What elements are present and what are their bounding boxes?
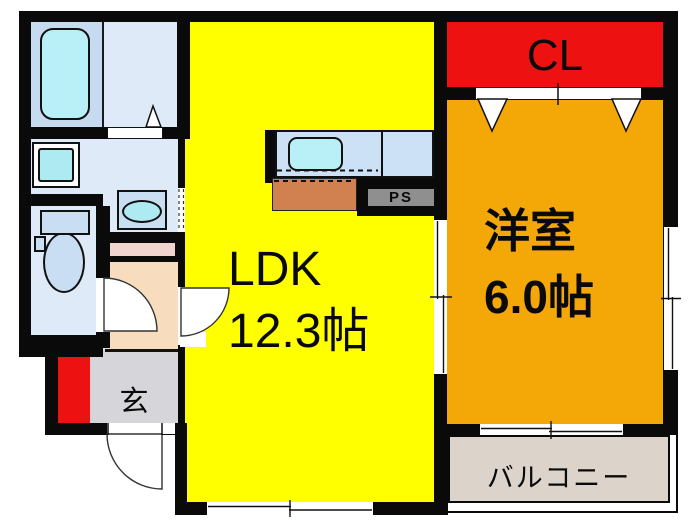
room-ldk bbox=[183, 22, 434, 503]
threshold-pink bbox=[110, 243, 175, 256]
bath-door-opening bbox=[107, 127, 163, 139]
stove bbox=[272, 178, 357, 211]
hallway-step bbox=[180, 332, 206, 347]
room-closet bbox=[445, 22, 663, 88]
wall-connector bbox=[175, 423, 187, 515]
wall-closet-bottom-right bbox=[641, 87, 663, 100]
wall-left bbox=[19, 11, 31, 357]
entrance-door-opening bbox=[107, 423, 175, 434]
wall-bath-divider bbox=[102, 22, 104, 127]
pipe-space-text: PS bbox=[388, 189, 413, 206]
label-entrance: 玄 bbox=[90, 378, 178, 420]
western-window bbox=[664, 227, 678, 370]
washing-machine bbox=[38, 148, 74, 182]
western-room-name: 洋室 bbox=[484, 205, 576, 257]
wall-entrance-left bbox=[45, 345, 58, 433]
entrance-red-accent bbox=[58, 347, 90, 423]
wall-western-bottom-right bbox=[622, 424, 663, 435]
wall-top bbox=[19, 11, 678, 22]
toilet-tank bbox=[40, 210, 90, 235]
ldk-window bbox=[207, 502, 373, 515]
room-hallway bbox=[103, 260, 178, 350]
wall-western-bottom-left bbox=[443, 424, 481, 435]
toilet-door-opening bbox=[96, 278, 110, 332]
bathtub bbox=[40, 28, 90, 120]
room-balcony bbox=[448, 435, 670, 503]
washbasin-bowl bbox=[122, 200, 162, 223]
label-pipe-space: PS bbox=[368, 189, 434, 206]
room-entrance bbox=[90, 350, 178, 425]
western-room-size: 6.0帖 bbox=[484, 271, 594, 323]
room-western bbox=[447, 98, 663, 425]
wall-bath-ldk bbox=[177, 22, 190, 139]
balcony-window bbox=[480, 424, 623, 435]
wall-washroom-toilet bbox=[19, 194, 103, 206]
kitchen-sink bbox=[288, 137, 343, 171]
entrance-step-line bbox=[105, 349, 178, 352]
wall-right bbox=[663, 11, 678, 435]
toilet-bowl bbox=[43, 232, 85, 293]
wall-toilet-bottom bbox=[19, 335, 103, 357]
label-western-room: 洋室 6.0帖 bbox=[484, 198, 594, 330]
closet-folding-door bbox=[475, 87, 642, 100]
wall-washroom-bottom bbox=[108, 232, 178, 243]
entrance-text: 玄 bbox=[119, 386, 149, 418]
closet-text: CL bbox=[526, 31, 584, 80]
toilet-flush-handle bbox=[34, 236, 46, 252]
label-ldk: LDK 12.3帖 bbox=[228, 239, 369, 363]
wall-kitchen-stub bbox=[265, 130, 275, 183]
label-closet: CL bbox=[447, 31, 663, 81]
ldk-size: 12.3帖 bbox=[228, 305, 370, 358]
washroom-ldk-opening bbox=[178, 188, 185, 232]
label-balcony: バルコニー bbox=[448, 456, 670, 495]
wall-closet-bottom-left bbox=[447, 87, 475, 100]
kitchen-counter-divider bbox=[381, 130, 383, 178]
entrance-door-arc-icon bbox=[106, 433, 163, 490]
balcony-text: バルコニー bbox=[486, 463, 632, 493]
ldk-name: LDK bbox=[228, 243, 322, 296]
room-washroom-upper bbox=[103, 22, 177, 127]
sliding-door-ldk-western bbox=[434, 220, 447, 374]
